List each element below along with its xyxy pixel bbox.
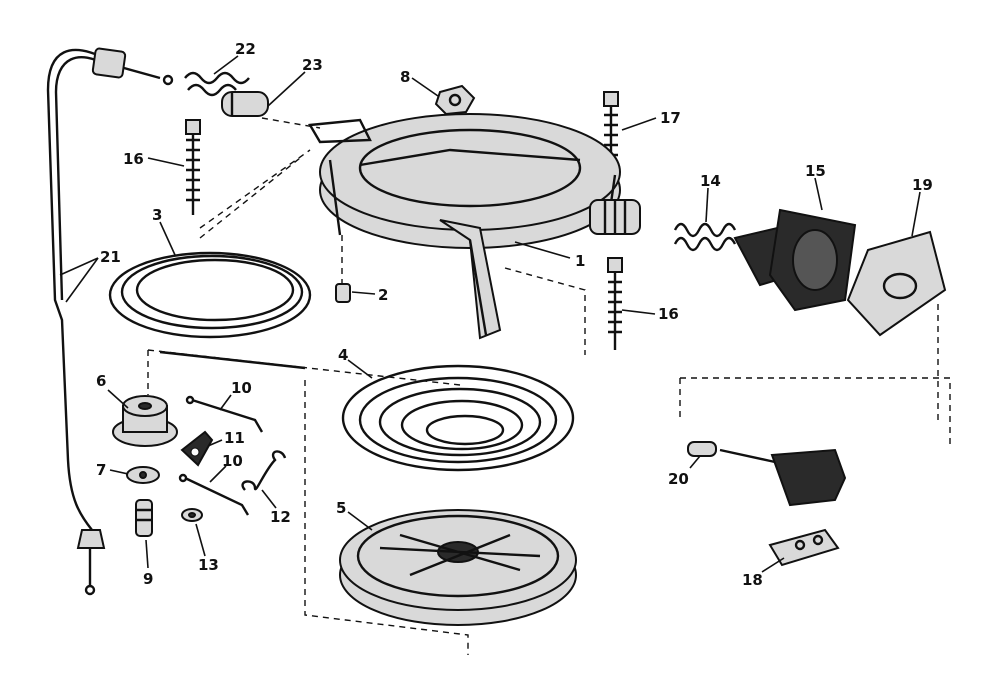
part-13-washer [181,508,203,522]
part-18-insert [768,528,840,567]
callout-16-left: 16 [123,150,144,168]
callout-19: 19 [912,176,933,194]
part-14-spring [673,222,737,252]
callout-17: 17 [660,109,681,127]
part-9-screw [135,499,153,537]
part-1-starter-housing [308,113,641,340]
part-7-washer [126,466,160,484]
callout-1: 1 [575,252,585,270]
callout-21: 21 [100,248,121,266]
callout-13: 13 [198,556,219,574]
callout-2: 2 [378,286,388,304]
callout-10-lower: 10 [222,452,243,470]
part-15-boot [733,208,857,312]
part-3-rope [108,251,312,370]
part-16-screw-right [607,257,623,350]
callout-20: 20 [668,470,689,488]
callout-3: 3 [152,206,162,224]
callout-12: 12 [270,508,291,526]
part-10-link-lower [178,473,250,516]
leader-lines [59,55,921,573]
callout-15: 15 [805,162,826,180]
part-16-screw-left [185,119,201,215]
callout-11: 11 [224,429,245,447]
part-23-plunger [221,91,269,117]
part-5-pulley [339,509,577,626]
callout-10-upper: 10 [231,379,252,397]
part-22-spring [184,71,250,97]
callout-22: 22 [235,40,256,58]
callout-18: 18 [742,571,763,589]
part-8-nut [434,84,476,116]
callout-6: 6 [96,372,106,390]
part-6-hub [112,395,178,447]
part-11-pawl [180,430,214,467]
part-20-handle [687,441,847,507]
callout-14: 14 [700,172,721,190]
callout-labels: 1 2 3 4 5 6 7 8 9 10 10 11 12 13 14 15 1… [96,40,933,589]
part-10-link-upper [185,395,264,433]
callout-4: 4 [338,346,348,364]
callout-7: 7 [96,461,106,479]
part-4-rewind-spring [341,364,575,472]
part-21-cable [46,47,174,596]
part-12-spring-clip [241,450,287,491]
callout-5: 5 [336,499,346,517]
callout-23: 23 [302,56,323,74]
part-19-plate [846,230,947,337]
callout-9: 9 [143,570,153,588]
callout-16-right: 16 [658,305,679,323]
part-2-screw [335,283,351,303]
callout-8: 8 [400,68,410,86]
